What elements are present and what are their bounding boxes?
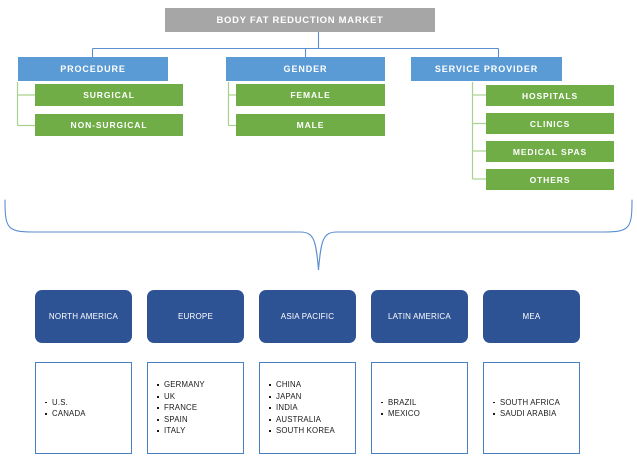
diagram-title: BODY FAT REDUCTION MARKET xyxy=(165,8,435,32)
segment-item-hospitals: HOSPITALS xyxy=(486,85,614,106)
country-box-north-america: U.S. CANADA xyxy=(35,362,132,454)
country-item: UK xyxy=(157,391,205,403)
country-item: SOUTH AFRICA xyxy=(492,397,561,407)
country-box-latin-america: BRAZIL MEXICO xyxy=(371,362,468,454)
region-box-north-america: NORTH AMERICA xyxy=(35,290,132,343)
segment-item-non-surgical: NON-SURGICAL xyxy=(35,114,183,136)
country-item: JAPAN xyxy=(269,391,335,403)
country-item: SPAIN xyxy=(157,414,205,426)
segment-item-surgical: SURGICAL xyxy=(35,84,183,106)
segment-item-medical-spas: MEDICAL SPAS xyxy=(486,141,614,162)
region-box-latin-america: LATIN AMERICA xyxy=(371,290,468,343)
country-list-asia-pacific: CHINA JAPAN INDIA AUSTRALIA SOUTH KOREA xyxy=(260,379,335,437)
region-box-asia-pacific: ASIA PACIFIC xyxy=(259,290,356,343)
country-item: ITALY xyxy=(157,425,205,437)
segment-item-female: FEMALE xyxy=(236,84,385,106)
category-header-gender: GENDER xyxy=(226,57,385,81)
country-item: AUSTRALIA xyxy=(269,414,335,426)
segment-item-clinics: CLINICS xyxy=(486,113,614,134)
country-box-mea: SOUTH AFRICA SAUDI ARABIA xyxy=(483,362,580,454)
country-list-mea: SOUTH AFRICA SAUDI ARABIA xyxy=(484,397,560,420)
country-list-north-america: U.S. CANADA xyxy=(36,397,86,420)
country-box-asia-pacific: CHINA JAPAN INDIA AUSTRALIA SOUTH KOREA xyxy=(259,362,356,454)
country-item: GERMANY xyxy=(157,380,205,390)
country-item: SAUDI ARABIA xyxy=(492,408,560,420)
country-item: INDIA xyxy=(269,402,335,414)
country-item: SOUTH KOREA xyxy=(269,426,335,436)
segment-item-others: OTHERS xyxy=(486,169,614,190)
country-list-latin-america: BRAZIL MEXICO xyxy=(372,397,420,420)
country-item: BRAZIL xyxy=(381,397,420,409)
category-header-procedure: PROCEDURE xyxy=(18,57,168,81)
country-list-europe: GERMANY UK FRANCE SPAIN ITALY xyxy=(148,379,205,437)
category-header-service-provider: SERVICE PROVIDER xyxy=(411,57,562,81)
region-box-europe: EUROPE xyxy=(147,290,244,343)
segment-item-male: MALE xyxy=(236,114,385,136)
country-item: FRANCE xyxy=(157,402,205,414)
country-box-europe: GERMANY UK FRANCE SPAIN ITALY xyxy=(147,362,244,454)
country-item: CANADA xyxy=(45,409,86,418)
region-box-mea: MEA xyxy=(483,290,580,343)
country-item: U.S. xyxy=(45,397,86,409)
country-item: MEXICO xyxy=(381,409,420,418)
country-item: CHINA xyxy=(269,379,335,391)
